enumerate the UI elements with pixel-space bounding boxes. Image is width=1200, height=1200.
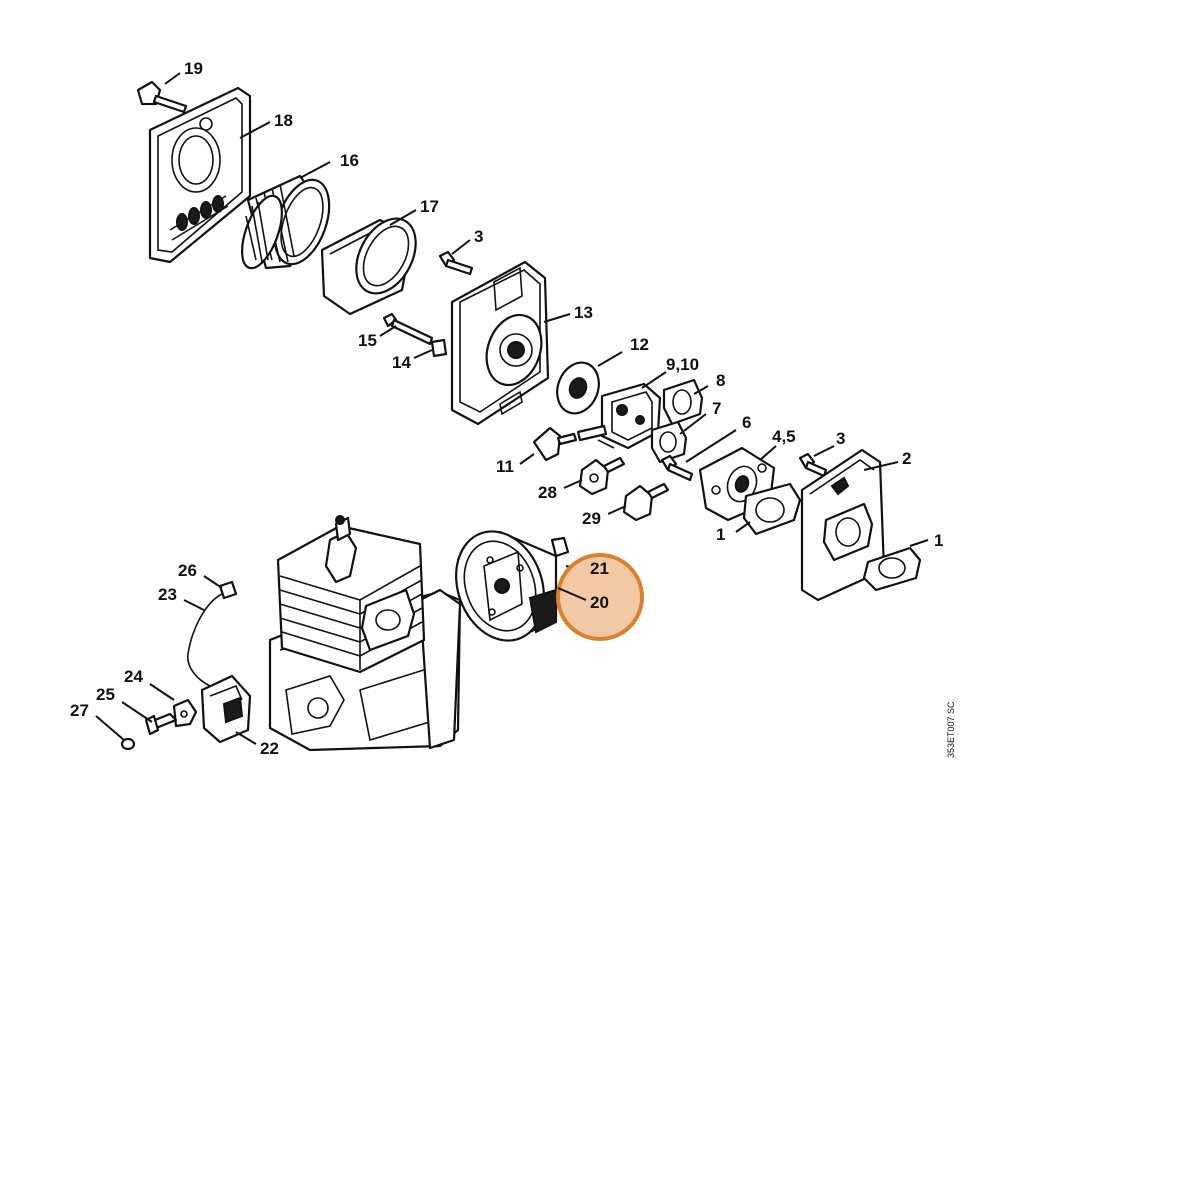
carburetor-box-part [450,260,550,426]
callout-label: 8 [716,371,725,390]
highlight-circle [556,553,644,641]
callout-label: 23 [158,585,177,604]
callout-label: 27 [70,701,89,720]
screw-6-part [660,454,694,482]
leader-lines [95,72,929,745]
callout-label: 2 [902,449,911,468]
callout-label: 14 [392,353,411,372]
callout-label: 21 [590,559,609,578]
gasket-8-part [662,378,704,426]
washer-part [120,737,136,751]
flywheel-part [455,530,558,642]
callout-label: 4,5 [772,427,796,446]
nut-part [430,338,448,358]
right-screw-part [798,452,828,478]
callout-label: 17 [420,197,439,216]
knob-28-part [578,456,626,496]
filter-element-part [241,174,331,270]
flange-ring-part [556,361,600,415]
gasket-1-right-part [862,546,922,592]
callout-label: 3 [836,429,845,448]
gasket-1-left-part [742,482,802,536]
callout-label: 13 [574,303,593,322]
module-screw-part [144,712,178,736]
callout-label: 19 [184,59,203,78]
upper-screw-part [438,250,474,276]
callout-label: 6 [742,413,751,432]
callout-label: 20 [590,593,609,612]
callout-labels: 19 18 16 17 3 13 15 14 12 9,10 8 7 6 4,5… [70,59,943,758]
callout-label: 7 [712,399,721,418]
knob-29-part [622,482,670,522]
callout-label: 25 [96,685,115,704]
callout-label: 29 [582,509,601,528]
callout-label: 16 [340,151,359,170]
filter-ring-part [320,217,417,316]
callout-label: 1 [716,525,725,544]
callout-label: 26 [178,561,197,580]
callout-label: 22 [260,739,279,758]
callout-label: 12 [630,335,649,354]
carburetor-part [576,382,662,450]
flywheel-nut-part [550,536,570,558]
callout-label: 15 [358,331,377,350]
air-filter-cover-part [148,86,252,264]
knob-11-part [532,426,578,462]
ignition-lead-part [187,580,238,687]
gasket-7-part [650,420,688,464]
callout-label: 24 [124,667,143,686]
callout-label: 18 [274,111,293,130]
clip-part [172,698,198,728]
callout-label: 1 [934,531,943,550]
engine-cylinder-part [268,515,462,752]
reference-code: 353ET007 SC [946,701,956,758]
long-screw-part [382,312,434,346]
callout-label: 3 [474,227,483,246]
callout-label: 9,10 [666,355,699,374]
ignition-module-part [200,674,252,744]
callout-label: 11 [496,457,514,476]
callout-label: 28 [538,483,557,502]
knob-screw-part [136,80,188,114]
